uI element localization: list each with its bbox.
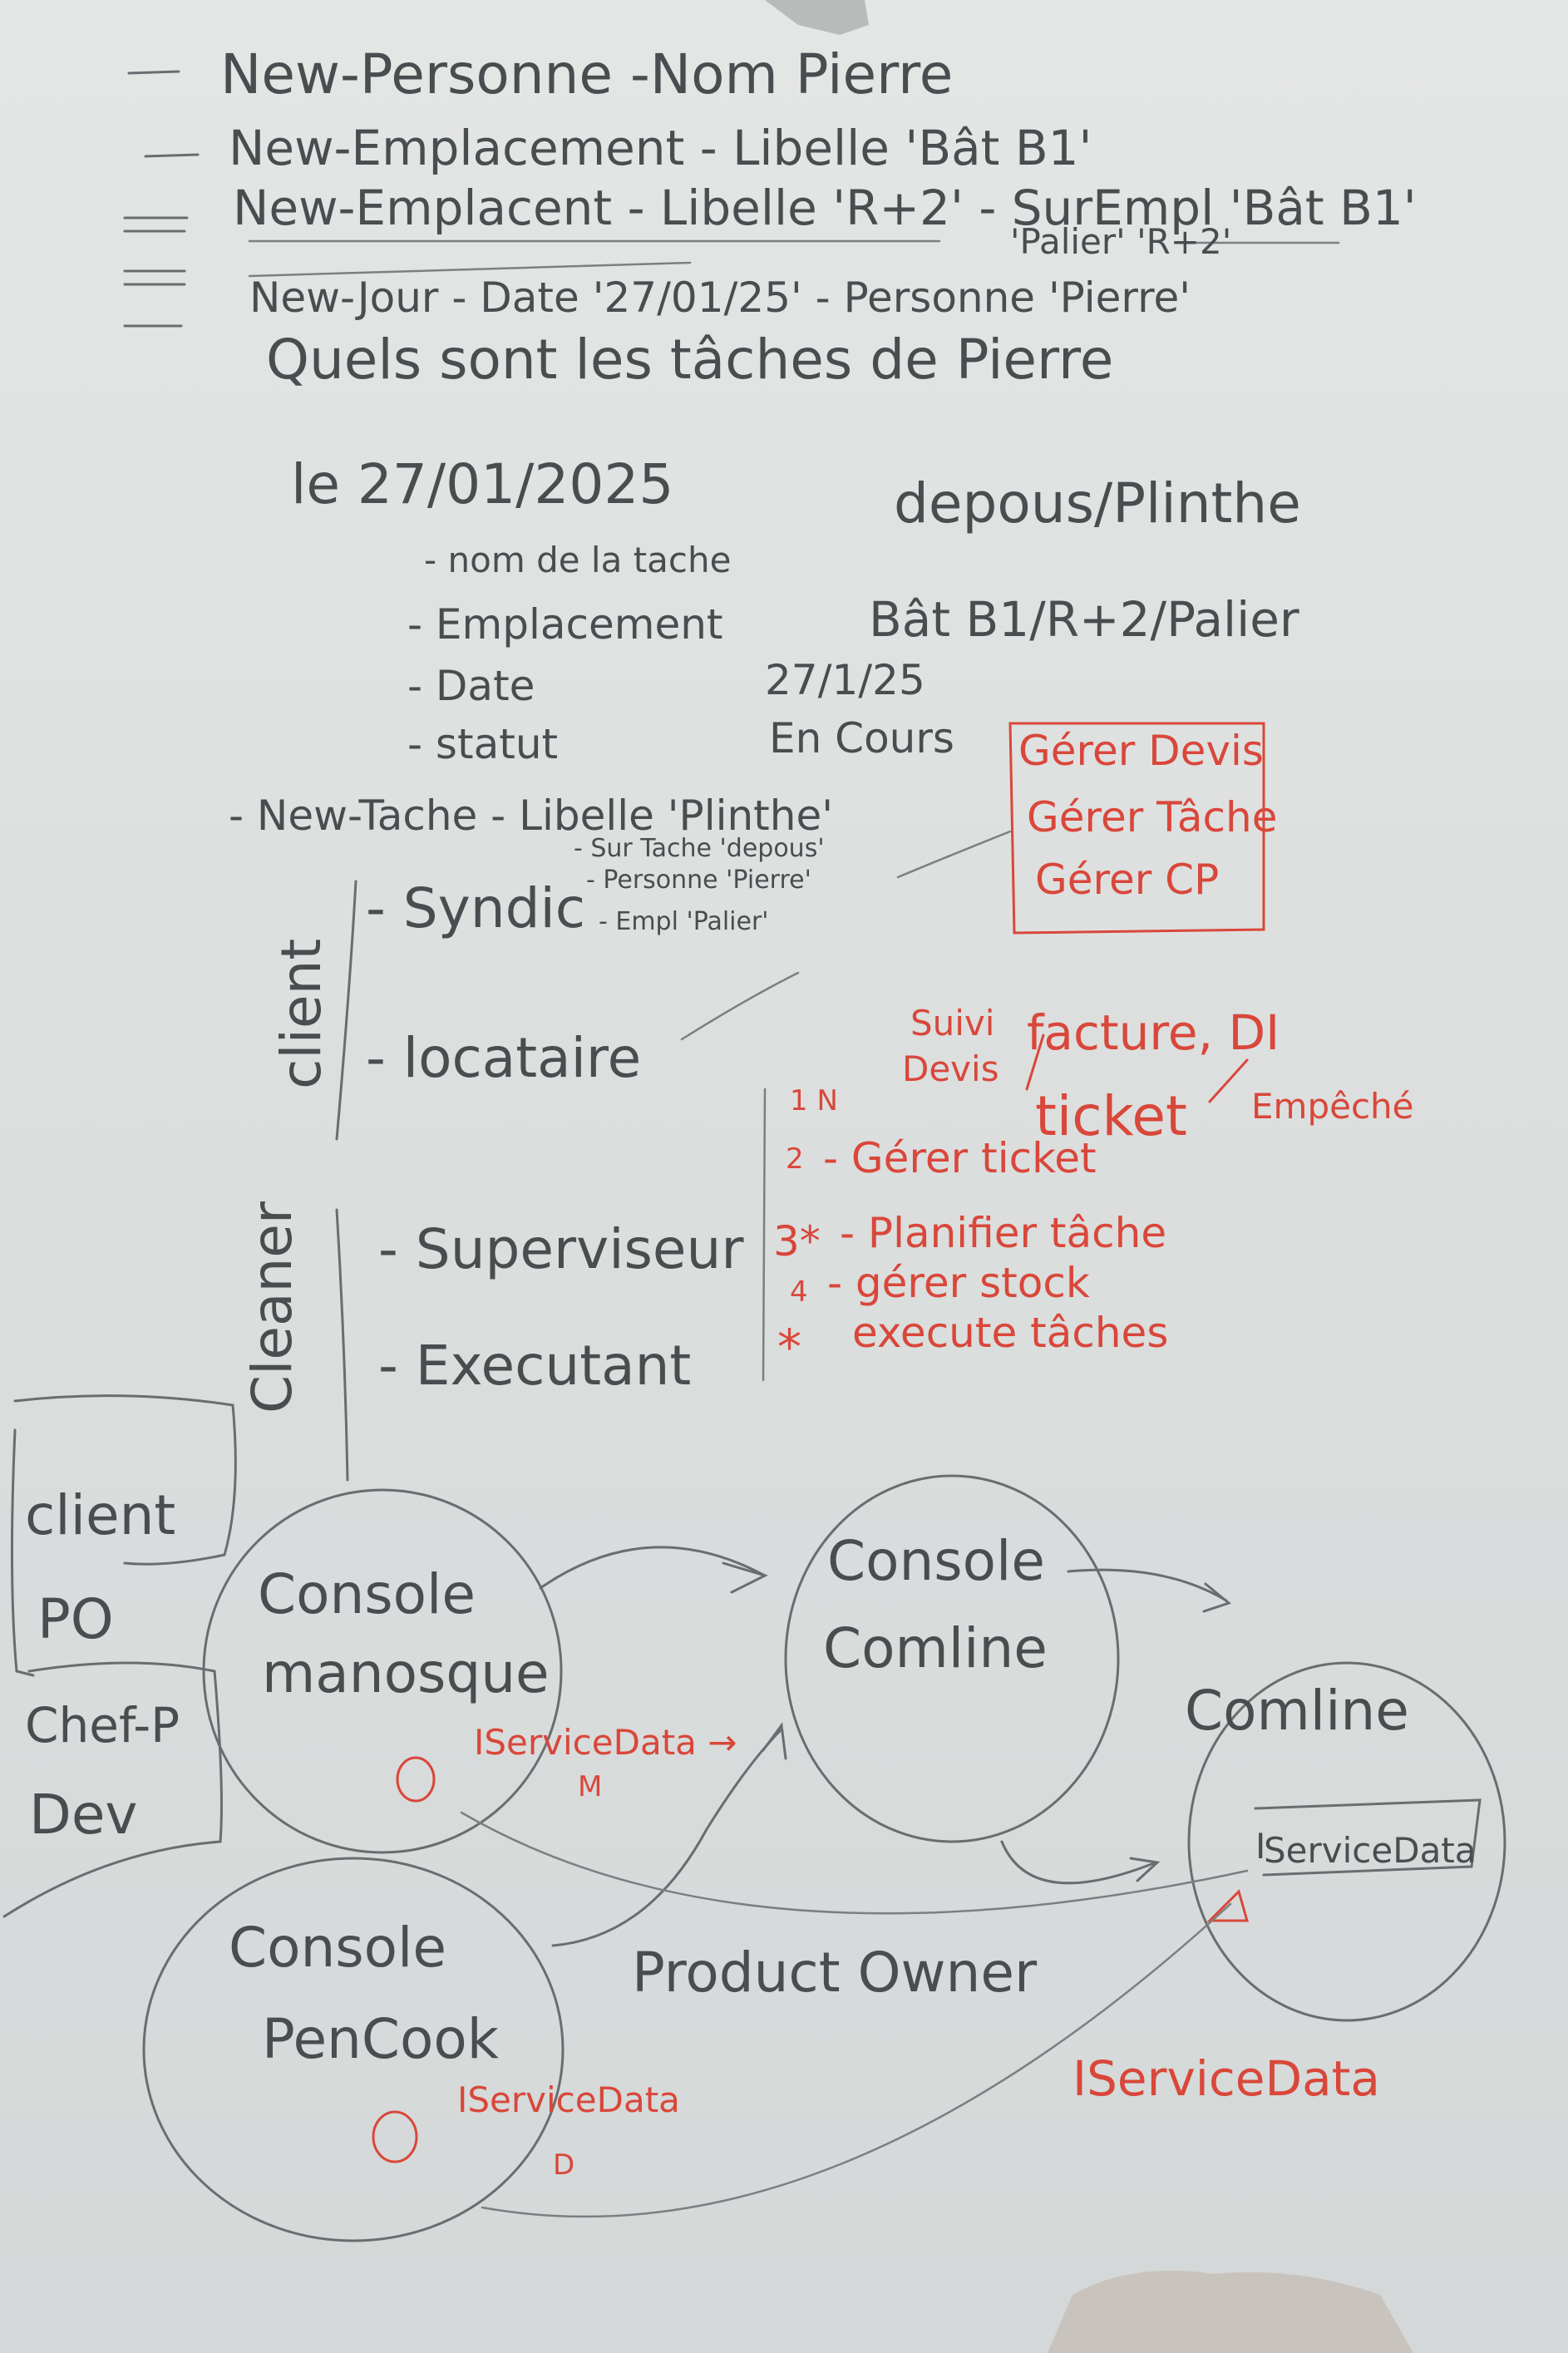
task-marker-4: 4: [790, 1275, 808, 1309]
roles-box: client PO Chef-P Dev: [2, 1394, 237, 1918]
role-box-po: PO: [37, 1587, 114, 1651]
role-locataire: - locataire: [366, 1026, 641, 1090]
note-empeche: Empêché: [1251, 1086, 1414, 1127]
pencook-interface-port: [372, 2110, 418, 2163]
node-console-pencook: Console PenCook IServiceData D: [142, 1857, 680, 2242]
node-manosque-line2: manosque: [262, 1641, 550, 1705]
client-group: client - Syndic - locataire: [269, 876, 800, 1141]
header-line-jour: New-Jour - Date '27/01/25' - Personne 'P…: [249, 274, 1191, 322]
header-line-emplacent: New-Emplacent - Libelle 'R+2' - SurEmpl …: [233, 180, 1417, 236]
role-superviseur: - Superviseur: [378, 1217, 744, 1281]
syndic-action-2: Gérer Tâche: [1027, 793, 1277, 841]
note-slash-2: [1208, 1058, 1249, 1103]
task-planifier: - Planifier tâche: [840, 1209, 1166, 1257]
node-pencook-line1: Console: [229, 1916, 446, 1980]
locataire-notes: Suivi Devis facture, DI ticket Empêché: [902, 1003, 1414, 1148]
header-bullets: [123, 70, 1340, 328]
field-emplacement-label: - Emplacement: [407, 600, 723, 649]
arrowhead-1: [722, 1561, 769, 1594]
task-name: depous/Plinthe: [894, 471, 1301, 535]
arrowhead-4: [1129, 1857, 1161, 1882]
client-bracket: [335, 880, 357, 1141]
note-suivi: Suivi: [910, 1003, 994, 1043]
syndic-actions-box: Gérer Devis Gérer Tâche Gérer CP: [1008, 722, 1277, 935]
field-date-label: - Date: [407, 662, 535, 710]
header-line-palier: 'Palier' 'R+2': [1010, 221, 1231, 262]
role-box-client: client: [25, 1483, 175, 1547]
note-devis: Devis: [902, 1048, 999, 1089]
arrowhead-3: [762, 1722, 787, 1760]
role-syndic: - Syndic: [366, 876, 585, 940]
header-line-emplacement: New-Emplacement - Libelle 'Bât B1': [229, 120, 1092, 176]
edge-manosque-to-console-comline: [539, 1546, 767, 1590]
comline-servicedata-label: ServiceData: [1264, 1830, 1477, 1871]
manosque-interface-sub: M: [578, 1770, 602, 1803]
edge-console-comline-to-comline-iface: [1000, 1840, 1157, 1885]
client-group-title: client: [269, 939, 333, 1089]
note-ticket: ticket: [1035, 1084, 1187, 1148]
pencook-interface-sub: D: [553, 2148, 574, 2182]
new-tache-head: - New-Tache - Libelle 'Plinthe': [229, 792, 833, 840]
field-emplacement-value: Bât B1/R+2/Palier: [869, 591, 1299, 648]
cleaner-divider: [762, 1088, 767, 1382]
arrowhead-2: [1202, 1582, 1232, 1613]
field-date-value: 27/1/25: [765, 656, 925, 704]
task-marker-5: *: [777, 1319, 801, 1375]
node-manosque-line1: Console: [258, 1562, 476, 1626]
task-gerer: - Gérer ticket: [823, 1134, 1097, 1182]
locataire-connector: [680, 971, 800, 1041]
role-box-dev: Dev: [29, 1783, 138, 1847]
cleaner-bracket: [335, 1208, 349, 1482]
edge-manosque-to-comline: [460, 1811, 1249, 1915]
question-line-1: Quels sont les tâches de Pierre: [266, 328, 1113, 392]
field-statut-label: - statut: [407, 720, 558, 768]
syndic-connector: [896, 830, 1012, 879]
cleaner-tasks: 1 N 2 - Gérer ticket 3* - Planifier tâch…: [773, 1084, 1168, 1375]
node-console-comline: Console Comline: [784, 1474, 1120, 1843]
node-comline: Comline I ServiceData: [1185, 1661, 1506, 2022]
edge-console-comline-to-comline: [1067, 1568, 1228, 1602]
edge-pencook-to-console-comline: [551, 1728, 783, 1947]
note-facture: facture, DI: [1027, 1004, 1280, 1061]
task-marker-3: 3*: [773, 1217, 821, 1265]
syndic-action-3: Gérer CP: [1035, 856, 1219, 904]
task-stock: - gérer stock: [827, 1259, 1090, 1307]
pencook-interface-label: IServiceData: [457, 2079, 680, 2120]
product-owner-label: Product Owner: [632, 1941, 1038, 2005]
comline-servicedata-box: [1254, 1798, 1482, 1877]
cleaner-group-title: Cleaner: [240, 1201, 304, 1413]
node-console-manosque: Console manosque IServiceData → M: [202, 1488, 737, 1854]
smudge-top: [765, 0, 869, 35]
new-tache-empl: - Empl 'Palier': [599, 907, 769, 936]
role-box-chefp: Chef-P: [25, 1697, 180, 1754]
node-comline-console-line2: Comline: [823, 1616, 1048, 1680]
comline-interface-i: I: [1255, 1826, 1265, 1867]
node-comline-label: Comline: [1185, 1679, 1409, 1743]
field-statut-value: En Cours: [769, 714, 954, 762]
header-line-personne: New-Personne -Nom Pierre: [220, 42, 953, 106]
cleaner-group: Cleaner - Superviseur - Executant: [240, 1088, 767, 1482]
comline-red-socket: [1206, 1889, 1249, 1922]
new-tache-sur-tache: - Sur Tache 'depous': [574, 834, 825, 863]
node-comline-console-line1: Console: [827, 1529, 1045, 1593]
manosque-interface-port: [396, 1756, 436, 1803]
question-line-2: le 27/01/2025: [291, 452, 673, 516]
task-marker-1: 1 N: [790, 1084, 838, 1117]
diagram-connections: [460, 1546, 1249, 2218]
note-slash-1: [1025, 1033, 1045, 1091]
new-tache-personne: - Personne 'Pierre': [586, 866, 811, 895]
role-executant: - Executant: [378, 1334, 691, 1398]
node-pencook-line2: PenCook: [262, 2007, 500, 2071]
manosque-interface-label: IServiceData →: [474, 1722, 737, 1763]
task-execute: execute tâches: [852, 1309, 1168, 1357]
red-iservicedata-label: IServiceData: [1072, 2050, 1380, 2107]
syndic-action-1: Gérer Devis: [1018, 727, 1264, 775]
task-marker-2: 2: [786, 1142, 804, 1176]
field-nom-tache: - nom de la tache: [424, 540, 731, 580]
eraser-cloth: [1048, 2270, 1413, 2353]
edge-pencook-to-comline: [481, 1902, 1232, 2218]
